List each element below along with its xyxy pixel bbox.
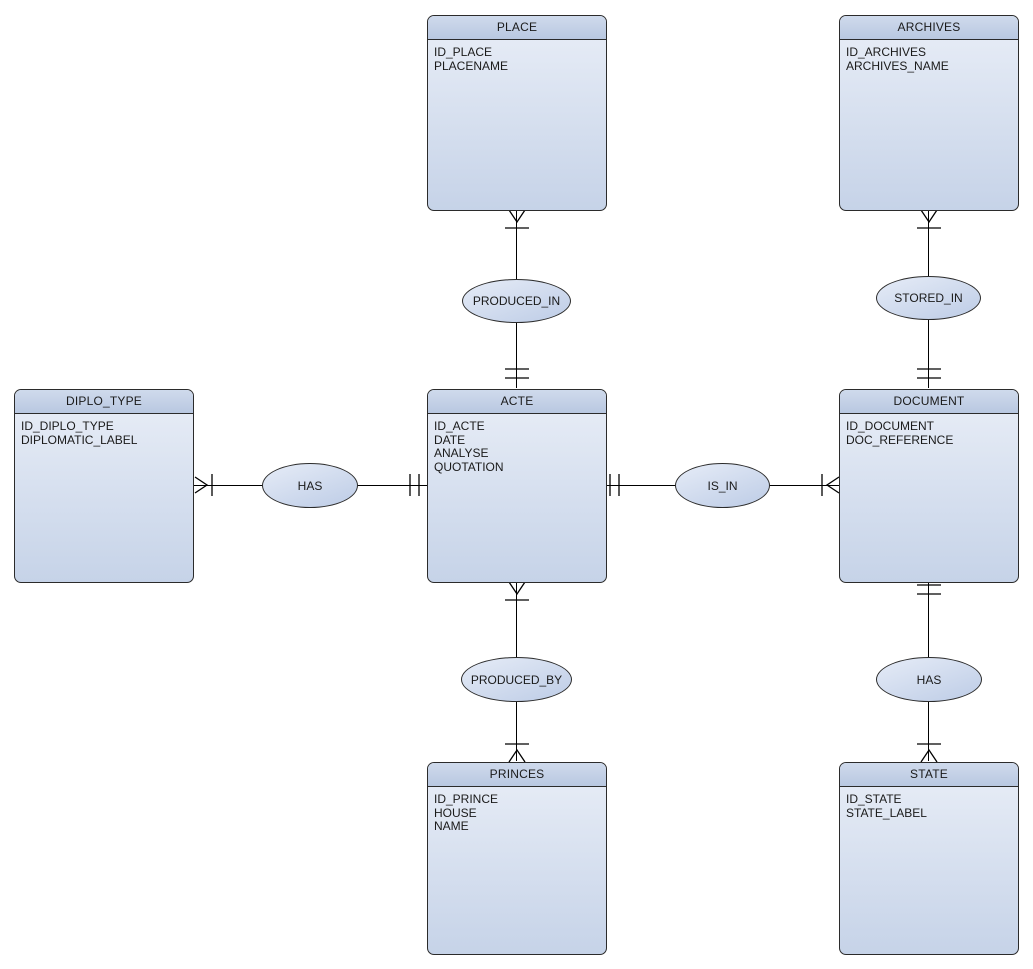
cardinality-one-and-only-one-document-top [912,362,946,388]
cardinality-one-or-many-diplotype [192,469,222,501]
cardinality-one-and-only-one-document-bottom [912,580,946,606]
attribute: ID_STATE [846,792,902,806]
entity-state-title: STATE [840,763,1018,787]
entity-document[interactable]: DOCUMENT ID_DOCUMENT DOC_REFERENCE [839,389,1019,583]
cardinality-one-and-only-one-acte-right [605,469,633,501]
entity-state[interactable]: STATE ID_STATE STATE_LABEL [839,762,1019,955]
entity-archives-title: ARCHIVES [840,16,1018,40]
relationship-is-in[interactable]: IS_IN [675,463,770,508]
entity-place[interactable]: PLACE ID_PLACE PLACENAME [427,15,607,211]
attribute: ARCHIVES_NAME [846,58,949,73]
cardinality-one-or-many-document-left [812,469,842,501]
connector-has-state [928,699,929,761]
attribute: DOC_REFERENCE [846,432,954,447]
connector-storedin-document [928,318,929,388]
connector-place-producedin [516,210,517,282]
attribute: ID_ARCHIVES [846,45,927,59]
connector-producedin-acte [516,320,517,388]
entity-diplo-type-attributes: ID_DIPLO_TYPE DIPLOMATIC_LABEL [15,414,193,447]
relationship-has-diplo-type[interactable]: HAS [262,463,358,508]
relationship-has-state[interactable]: HAS [876,657,982,702]
cardinality-one-or-many-state [912,738,946,766]
entity-archives[interactable]: ARCHIVES ID_ARCHIVES ARCHIVES_NAME [839,15,1019,211]
entity-princes-attributes: ID_PRINCE HOUSE NAME [428,787,606,834]
attribute: ID_ACTE [434,419,485,433]
entity-acte[interactable]: ACTE ID_ACTE DATE ANALYSE QUOTATION [427,389,607,583]
attribute: ID_PRINCE [434,792,499,806]
relationship-produced-by[interactable]: PRODUCED_BY [461,657,572,702]
attribute: DATE [434,432,466,447]
attribute: NAME [434,819,469,834]
attribute: DIPLOMATIC_LABEL [21,432,138,447]
connector-has-acte [357,485,427,486]
connector-producedby-princes [516,699,517,761]
relationship-stored-in[interactable]: STORED_IN [876,276,981,320]
cardinality-one-or-many-place [500,208,534,236]
cardinality-one-or-many-princes [500,738,534,766]
entity-place-title: PLACE [428,16,606,40]
attribute: ANALYSE [434,446,489,461]
cardinality-one-and-only-one-acte-left [403,469,431,501]
connector-archives-storedin [928,210,929,279]
entity-diplo-type[interactable]: DIPLO_TYPE ID_DIPLO_TYPE DIPLOMATIC_LABE… [14,389,194,583]
entity-archives-attributes: ID_ARCHIVES ARCHIVES_NAME [840,40,1018,73]
cardinality-one-and-only-one-acte-top [500,362,534,388]
attribute: HOUSE [434,805,477,820]
attribute: ID_DIPLO_TYPE [21,419,114,433]
relationship-produced-in[interactable]: PRODUCED_IN [462,279,571,323]
entity-acte-attributes: ID_ACTE DATE ANALYSE QUOTATION [428,414,606,474]
entity-document-title: DOCUMENT [840,390,1018,414]
cardinality-one-or-many-archives [912,208,946,236]
entity-state-attributes: ID_STATE STATE_LABEL [840,787,1018,820]
attribute: STATE_LABEL [846,805,927,820]
connector-document-has [928,582,929,660]
entity-place-attributes: ID_PLACE PLACENAME [428,40,606,73]
connector-diplotype-has [194,485,264,486]
attribute: QUOTATION [434,459,504,474]
entity-princes[interactable]: PRINCES ID_PRINCE HOUSE NAME [427,762,607,955]
connector-isin-document [769,485,840,486]
attribute: ID_PLACE [434,45,493,59]
attribute: ID_DOCUMENT [846,419,935,433]
connector-acte-producedby [516,582,517,660]
attribute: PLACENAME [434,58,509,73]
entity-acte-title: ACTE [428,390,606,414]
entity-document-attributes: ID_DOCUMENT DOC_REFERENCE [840,414,1018,447]
cardinality-one-or-many-acte-bottom [500,580,534,608]
entity-princes-title: PRINCES [428,763,606,787]
connector-acte-isin [607,485,677,486]
entity-diplo-type-title: DIPLO_TYPE [15,390,193,414]
